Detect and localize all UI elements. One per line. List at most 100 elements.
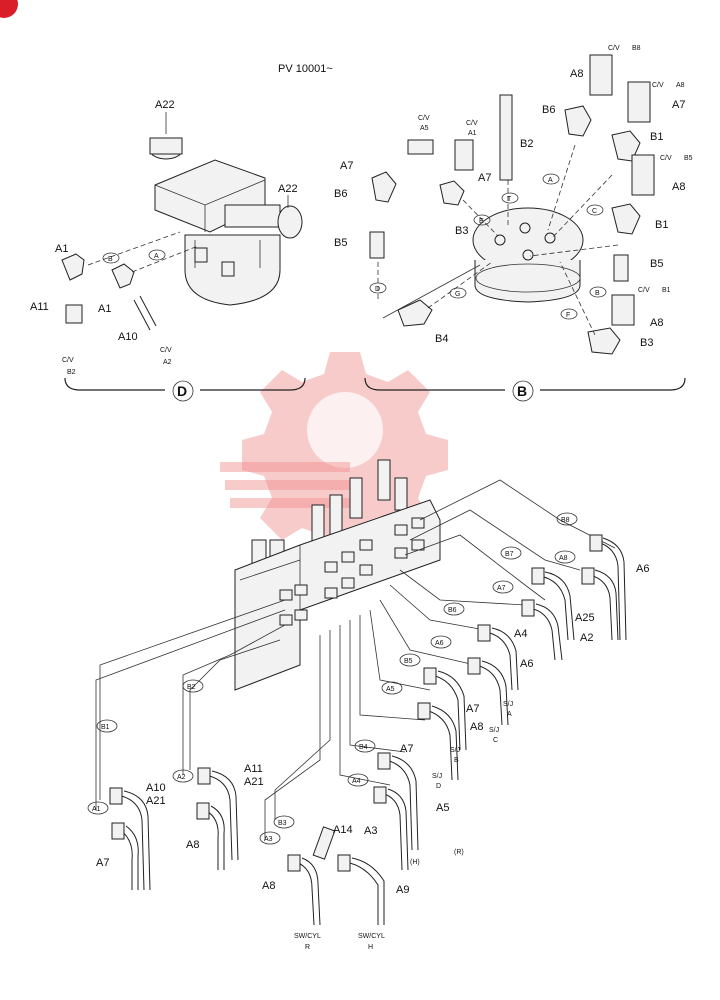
sj-label: S/J [450, 747, 460, 754]
cv-sub: B1 [662, 287, 671, 294]
port-label: B1 [101, 724, 110, 731]
part-label: B2 [520, 138, 533, 150]
port-label: A [154, 253, 159, 260]
part-label: A1 [55, 243, 68, 255]
part-label: B1 [650, 131, 663, 143]
part-label: A2 [580, 632, 593, 644]
part-label: B5 [650, 258, 663, 270]
part-label: A14 [333, 824, 353, 836]
port-label: A6 [435, 640, 444, 647]
cv-sub: B2 [67, 369, 76, 376]
port-labels: B8 A8 B7 A7 B6 A6 B5 A5 B4 A4 B3 A3 B2 A… [87, 512, 578, 845]
port-label: A1 [92, 806, 101, 813]
part-label: A8 [672, 181, 685, 193]
port-label: G [455, 291, 460, 298]
view-label: D [177, 383, 187, 399]
part-label: A7 [96, 857, 109, 869]
part-label: A8 [262, 880, 275, 892]
part-label: A7 [466, 703, 479, 715]
port-label: B4 [359, 744, 368, 751]
part-label: A8 [186, 839, 199, 851]
part-label: A9 [396, 884, 409, 896]
cv-label: C/V [418, 115, 430, 122]
part-label: A7 [478, 172, 491, 184]
part-label: A7 [400, 743, 413, 755]
part-label: A10 [118, 331, 138, 343]
port-label: B [595, 290, 600, 297]
part-label: A10 [146, 782, 166, 794]
cv-label: C/V [466, 120, 478, 127]
port-label: B6 [448, 607, 457, 614]
sj-sub: A [507, 711, 512, 718]
part-label: A22 [278, 183, 298, 195]
port-label: B5 [404, 658, 413, 665]
part-label: A8 [470, 721, 483, 733]
view-label: B [517, 383, 527, 399]
port-label: A8 [559, 555, 568, 562]
part-label: A8 [570, 68, 583, 80]
part-label: A21 [146, 795, 166, 807]
part-label: A6 [636, 563, 649, 575]
part-label: A7 [672, 99, 685, 111]
sw-label: SW/CYL [358, 933, 385, 940]
main-assembly: B8 A8 B7 A7 B6 A6 B5 A5 B4 A4 B3 A3 B2 A… [87, 459, 649, 951]
view-b: A T E C D G B F C/V B8 A8 A7 B6 B2 A7 B1… [334, 45, 693, 402]
port-label: A [548, 177, 553, 184]
cv-label: C/V [608, 45, 620, 52]
port-label: E [479, 218, 484, 225]
cv-label: C/V [638, 287, 650, 294]
cv-label: C/V [62, 357, 74, 364]
port-label: B8 [561, 517, 570, 524]
cv-sub: B8 [632, 45, 641, 52]
part-label: B1 [655, 219, 668, 231]
part-label: A5 [436, 802, 449, 814]
sw-sub: R [305, 944, 310, 951]
sj-sub: C [493, 737, 498, 744]
part-label: A21 [244, 776, 264, 788]
port-label: A5 [386, 686, 395, 693]
sj-label: S/J [489, 727, 499, 734]
cv-sub: A5 [420, 125, 429, 132]
part-label: A22 [155, 99, 175, 111]
port-label: A2 [177, 774, 186, 781]
corner-badge [0, 0, 18, 18]
sw-sub: H [368, 944, 373, 951]
cv-sub: A8 [676, 82, 685, 89]
view-d: B A A22 A22 A1 A1 A11 A10 C/V B2 C/V A2 … [30, 99, 306, 402]
port-label: A3 [264, 836, 273, 843]
cv-label: C/V [652, 82, 664, 89]
sj-sub: D [436, 783, 441, 790]
port-label: C [592, 208, 597, 215]
part-label: A4 [514, 628, 527, 640]
cv-sub: B5 [684, 155, 693, 162]
part-label: B6 [542, 104, 555, 116]
part-label: A7 [340, 160, 353, 172]
part-label: A25 [575, 612, 595, 624]
sj-label: S/J [503, 701, 513, 708]
side-marker-h: (H) [410, 859, 420, 866]
cv-label: C/V [660, 155, 672, 162]
sw-label: SW/CYL [294, 933, 321, 940]
part-label: A11 [30, 301, 49, 313]
part-label: A8 [650, 317, 663, 329]
side-marker-r: (R) [454, 849, 464, 856]
part-label: A1 [98, 303, 111, 315]
page-label: PV 10001~ [278, 63, 333, 75]
port-label: B7 [505, 551, 514, 558]
part-label: B6 [334, 188, 347, 200]
port-label: A7 [497, 585, 506, 592]
sj-label: S/J [432, 773, 442, 780]
part-label: B3 [640, 337, 653, 349]
port-label: B2 [187, 684, 196, 691]
part-label: A3 [364, 825, 377, 837]
port-label: T [507, 196, 512, 203]
port-label: A4 [352, 778, 361, 785]
cv-sub: A2 [163, 359, 172, 366]
part-label: A6 [520, 658, 533, 670]
cv-label: C/V [160, 347, 172, 354]
part-label: A11 [244, 763, 263, 775]
sj-sub: B [454, 757, 459, 764]
port-label: B3 [278, 820, 287, 827]
port-label: B [108, 256, 113, 263]
